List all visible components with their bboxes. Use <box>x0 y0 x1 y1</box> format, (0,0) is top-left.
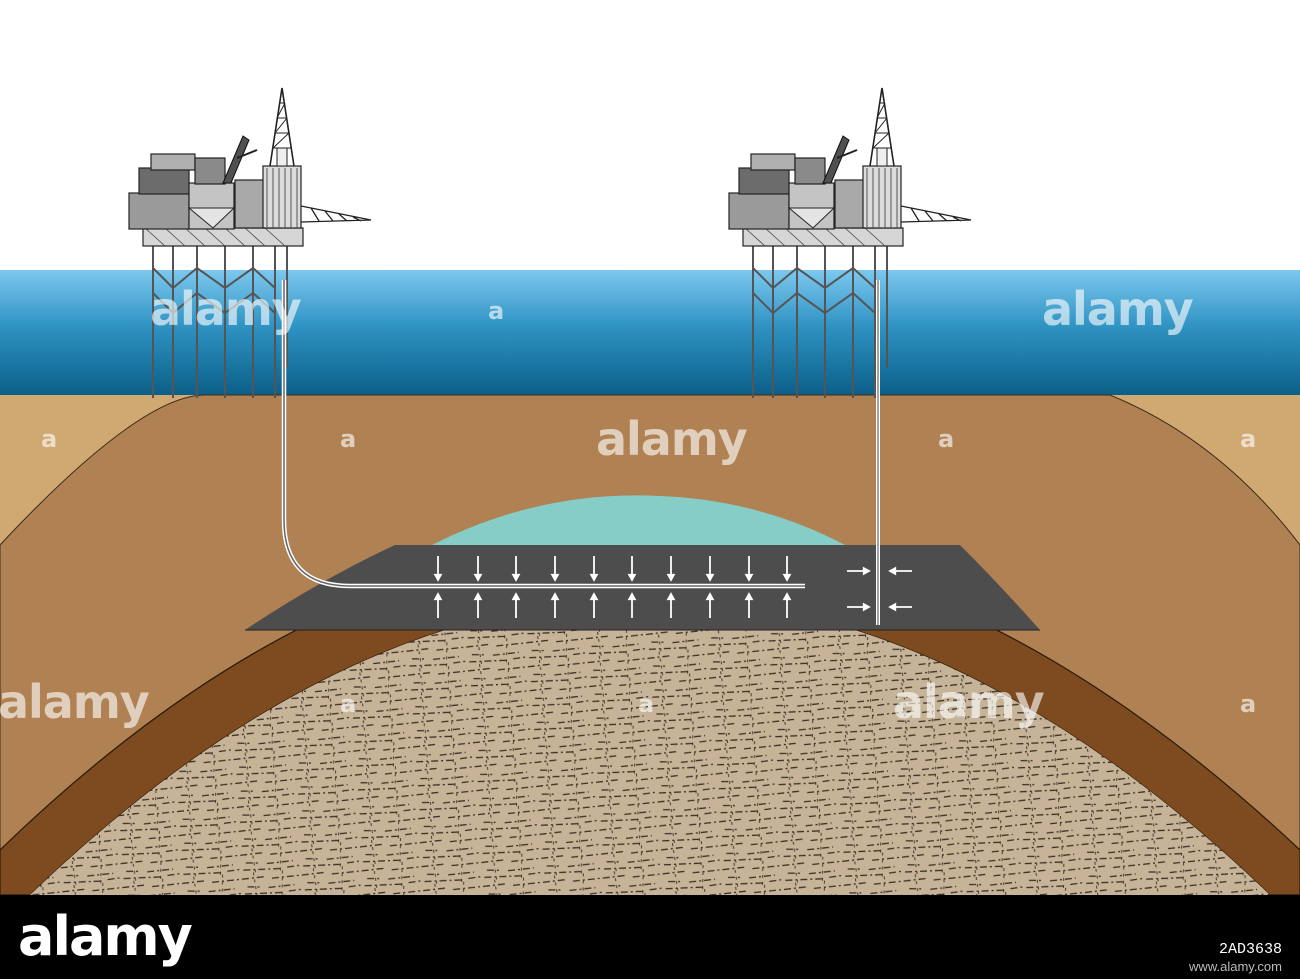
footer-logo: alamy <box>18 905 193 968</box>
oil-reservoir-cross-section <box>0 87 1300 895</box>
flow-arrow-up-head <box>473 592 483 601</box>
flow-arrow-down-head <box>744 573 754 582</box>
flow-arrow-up-head <box>705 592 715 601</box>
footer-url: www.alamy.com <box>1189 959 1282 974</box>
flow-arrow-down-head <box>589 573 599 582</box>
flow-arrow-up-head <box>433 592 443 601</box>
flow-arrow-left-head <box>888 602 897 612</box>
flow-arrow-up-head <box>744 592 754 601</box>
flow-arrow-down-head <box>433 573 443 582</box>
flow-arrow-down-head <box>782 573 792 582</box>
flow-arrow-down-head <box>705 573 715 582</box>
footer-image-id: 2AD3638 <box>1218 941 1282 958</box>
flow-arrows <box>433 556 912 618</box>
flow-arrow-up-head <box>589 592 599 601</box>
flow-arrow-down-head <box>511 573 521 582</box>
sea <box>0 270 1300 395</box>
gas-cap <box>432 495 845 545</box>
flow-arrow-up-head <box>666 592 676 601</box>
flow-arrow-down-head <box>666 573 676 582</box>
footer-bar: alamy 2AD3638 www.alamy.com <box>0 895 1300 979</box>
flow-arrow-up-head <box>782 592 792 601</box>
flow-arrow-down-head <box>627 573 637 582</box>
flow-arrow-down-head <box>550 573 560 582</box>
flow-arrow-right-head <box>862 566 871 576</box>
flow-arrow-up-head <box>550 592 560 601</box>
flow-arrow-down-head <box>473 573 483 582</box>
flow-arrow-up-head <box>627 592 637 601</box>
flow-arrow-up-head <box>511 592 521 601</box>
flow-arrow-right-head <box>862 602 871 612</box>
flow-arrow-left-head <box>888 566 897 576</box>
